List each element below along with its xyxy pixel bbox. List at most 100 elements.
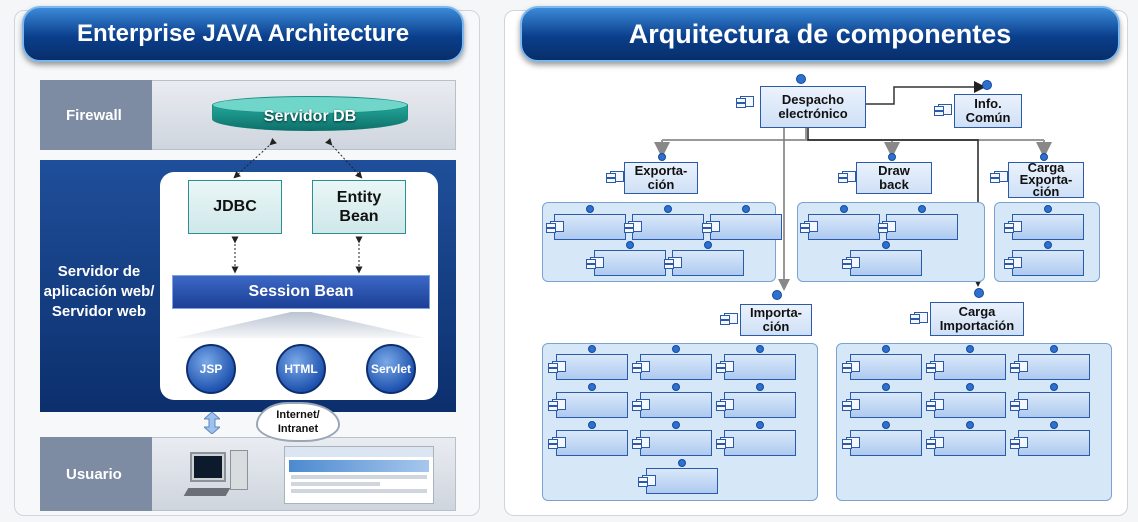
mini-component-box [808,214,880,240]
mini-component-box [710,214,782,240]
port-icon [672,345,680,353]
component-icon [586,257,604,269]
updown-arrow-icon [204,412,220,434]
mini-component-box [850,430,922,456]
port-icon [588,421,596,429]
mini-component-box [1012,214,1084,240]
component-icon [720,313,738,325]
drawback-node: Draw back [856,162,932,194]
port-icon [1050,345,1058,353]
app-server-label-line2: aplicación web/ [43,283,155,300]
mini-component-box [934,430,1006,456]
component-icon [638,475,656,487]
mini-component-box [934,354,1006,380]
component-icon [800,221,818,233]
port-icon [756,421,764,429]
component-icon [548,399,566,411]
component-icon [716,437,734,449]
db-server-label: Servidor DB [263,108,357,125]
carga-imp-line2: Importación [939,318,1015,333]
port-icon [588,345,596,353]
app-server-label-line1: Servidor de [57,263,141,280]
despacho-line2: electrónico [778,106,848,121]
left-title-banner: Enterprise JAVA Architecture [22,6,464,62]
component-icon [702,221,720,233]
app-server-label-line3: Servidor web [51,303,147,320]
mini-component-box [1018,392,1090,418]
component-icon [842,361,860,373]
port-icon [796,74,806,84]
internet-cloud-icon: Internet/ Intranet [256,402,340,442]
mini-component-box [556,430,628,456]
component-icon [842,257,860,269]
port-icon [664,205,672,213]
carga-importacion-node: Carga Importación [930,302,1024,336]
carga-exp-line1: Carga [1027,160,1065,175]
mini-component-box [850,392,922,418]
carga-exp-line3: ción [1032,184,1060,199]
port-icon [672,421,680,429]
component-icon [632,361,650,373]
component-icon [926,399,944,411]
mini-component-box [724,392,796,418]
port-icon [756,345,764,353]
port-icon [966,383,974,391]
component-icon [632,437,650,449]
database-cylinder-icon [212,96,408,138]
mini-component-box [594,250,666,276]
port-icon [974,288,984,298]
drawback-line1: Draw [878,163,910,178]
desktop-computer-icon [183,450,252,502]
firewall-label: Firewall [40,80,152,150]
entity-bean-box: Entity Bean [312,180,406,234]
entity-bean-line2: Bean [339,208,379,225]
component-icon [1010,399,1028,411]
entity-bean-line1: Entity [336,189,382,206]
port-icon [1044,205,1052,213]
session-bean-bar: Session Bean [172,275,430,309]
port-icon [658,153,666,161]
port-icon [626,241,634,249]
html-circle: HTML [276,344,326,394]
component-icon [716,399,734,411]
component-icon [1004,257,1022,269]
internet-label-line2: Intranet [277,423,319,435]
exportacion-line1: Exporta- [634,163,688,178]
port-icon [966,421,974,429]
component-icon [1010,361,1028,373]
mini-component-box [886,214,958,240]
importacion-line2: ción [762,319,790,334]
mini-component-box [850,354,922,380]
mini-component-box [1018,354,1090,380]
port-icon [678,459,686,467]
port-icon [882,421,890,429]
component-icon [926,361,944,373]
exportacion-line2: ción [647,177,675,192]
mini-component-box [556,392,628,418]
component-icon [934,104,952,116]
mini-component-box [640,392,712,418]
info-line1: Info. [974,96,1002,111]
component-icon [664,257,682,269]
port-icon [704,241,712,249]
port-icon [1040,153,1048,161]
component-icon [736,96,754,108]
component-icon [926,437,944,449]
web-page-thumbnail [284,446,434,504]
user-label: Usuario [40,437,152,511]
internet-label-line1: Internet/ [276,409,320,421]
carga-exportacion-node: Carga Exporta- ción [1008,160,1084,199]
mini-component-box [1018,430,1090,456]
mini-component-box [554,214,626,240]
mini-component-box [724,430,796,456]
component-icon [624,221,642,233]
component-icon [1010,437,1028,449]
port-icon [588,383,596,391]
despacho-line1: Despacho [781,92,845,107]
mini-component-box [672,250,744,276]
component-icon [1004,221,1022,233]
servlet-circle: Servlet [366,344,416,394]
port-icon [882,241,890,249]
port-icon [1050,383,1058,391]
